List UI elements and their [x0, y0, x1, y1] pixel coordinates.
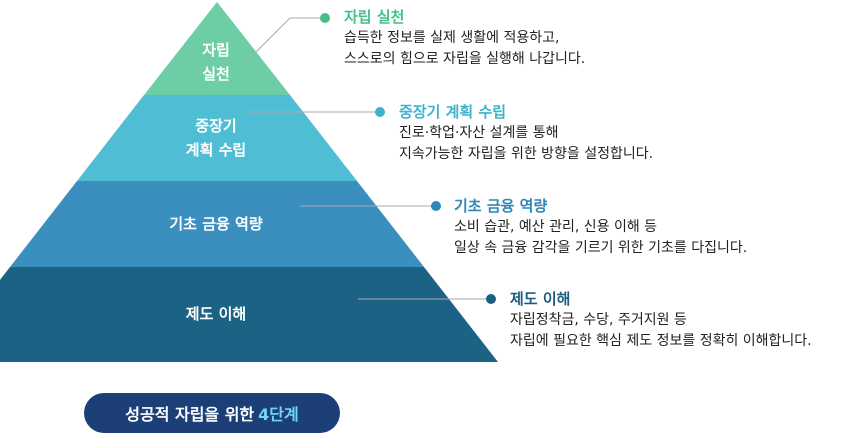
bullet-dot-1: [320, 13, 330, 23]
step-4-title: 제도 이해: [510, 290, 571, 308]
bullet-dot-2: [375, 107, 385, 117]
pyramid-layer-1: [144, 2, 290, 95]
layer-4-label-line: 제도 이해: [185, 305, 247, 323]
footer-badge: 성공적 자립을 위한 4단계: [84, 393, 340, 433]
step-2-title: 중장기 계획 수립: [399, 103, 507, 121]
pyramid-layer-3: [10, 181, 424, 267]
layer-3-label-line: 기초 금융 역량: [169, 215, 263, 233]
layer-2-label: 중장기 계획 수립: [186, 114, 246, 162]
layer-1-label-line: 실천: [202, 65, 230, 83]
step-4-description: 제도 이해 자립정착금, 수당, 주거지원 등 자립에 필요한 핵심 제도 정보…: [510, 288, 812, 352]
layer-1-label: 자립 실천: [202, 38, 230, 86]
step-4-text-line: 자립에 필요한 핵심 제도 정보를 정확히 이해합니다.: [510, 333, 812, 349]
footer-badge-accent: 4단계: [258, 405, 299, 424]
step-1-title: 자립 실천: [344, 8, 405, 26]
step-3-description: 기초 금융 역량 소비 습관, 예산 관리, 신용 이해 등 일상 속 금융 감…: [454, 195, 747, 259]
pyramid-layer-2: [77, 95, 357, 181]
layer-2-label-line: 계획 수립: [185, 141, 247, 159]
step-2-text-line: 진로·학업·자산 설계를 통해: [399, 125, 559, 141]
bullet-dot-3: [431, 201, 441, 211]
step-1-text-line: 스스로의 힘으로 자립을 실행해 나갑니다.: [344, 51, 586, 67]
layer-2-label-line: 중장기: [195, 117, 237, 135]
layer-1-label-line: 자립: [202, 41, 230, 59]
step-1-description: 자립 실천 습득한 정보를 실제 생활에 적용하고, 스스로의 힘으로 자립을 …: [344, 6, 585, 70]
connector-line-1: [239, 17, 291, 69]
footer-badge-text: 성공적 자립을 위한: [125, 405, 255, 424]
step-3-text-line: 소비 습관, 예산 관리, 신용 이해 등: [454, 219, 658, 235]
layer-3-label: 기초 금융 역량: [169, 212, 262, 236]
step-2-text-line: 지속가능한 자립을 위한 방향을 설정합니다.: [399, 146, 654, 162]
step-3-title: 기초 금융 역량: [454, 197, 548, 215]
step-4-text-line: 자립정착금, 수당, 주거지원 등: [510, 312, 687, 328]
layer-4-label: 제도 이해: [186, 302, 246, 326]
step-2-description: 중장기 계획 수립 진로·학업·자산 설계를 통해 지속가능한 자립을 위한 방…: [399, 101, 653, 165]
step-3-text-line: 일상 속 금융 감각을 기르기 위한 기초를 다집니다.: [454, 240, 748, 256]
bullet-dot-4: [486, 294, 496, 304]
pyramid-layer-4: [0, 267, 498, 362]
step-1-text-line: 습득한 정보를 실제 생활에 적용하고,: [344, 30, 560, 46]
